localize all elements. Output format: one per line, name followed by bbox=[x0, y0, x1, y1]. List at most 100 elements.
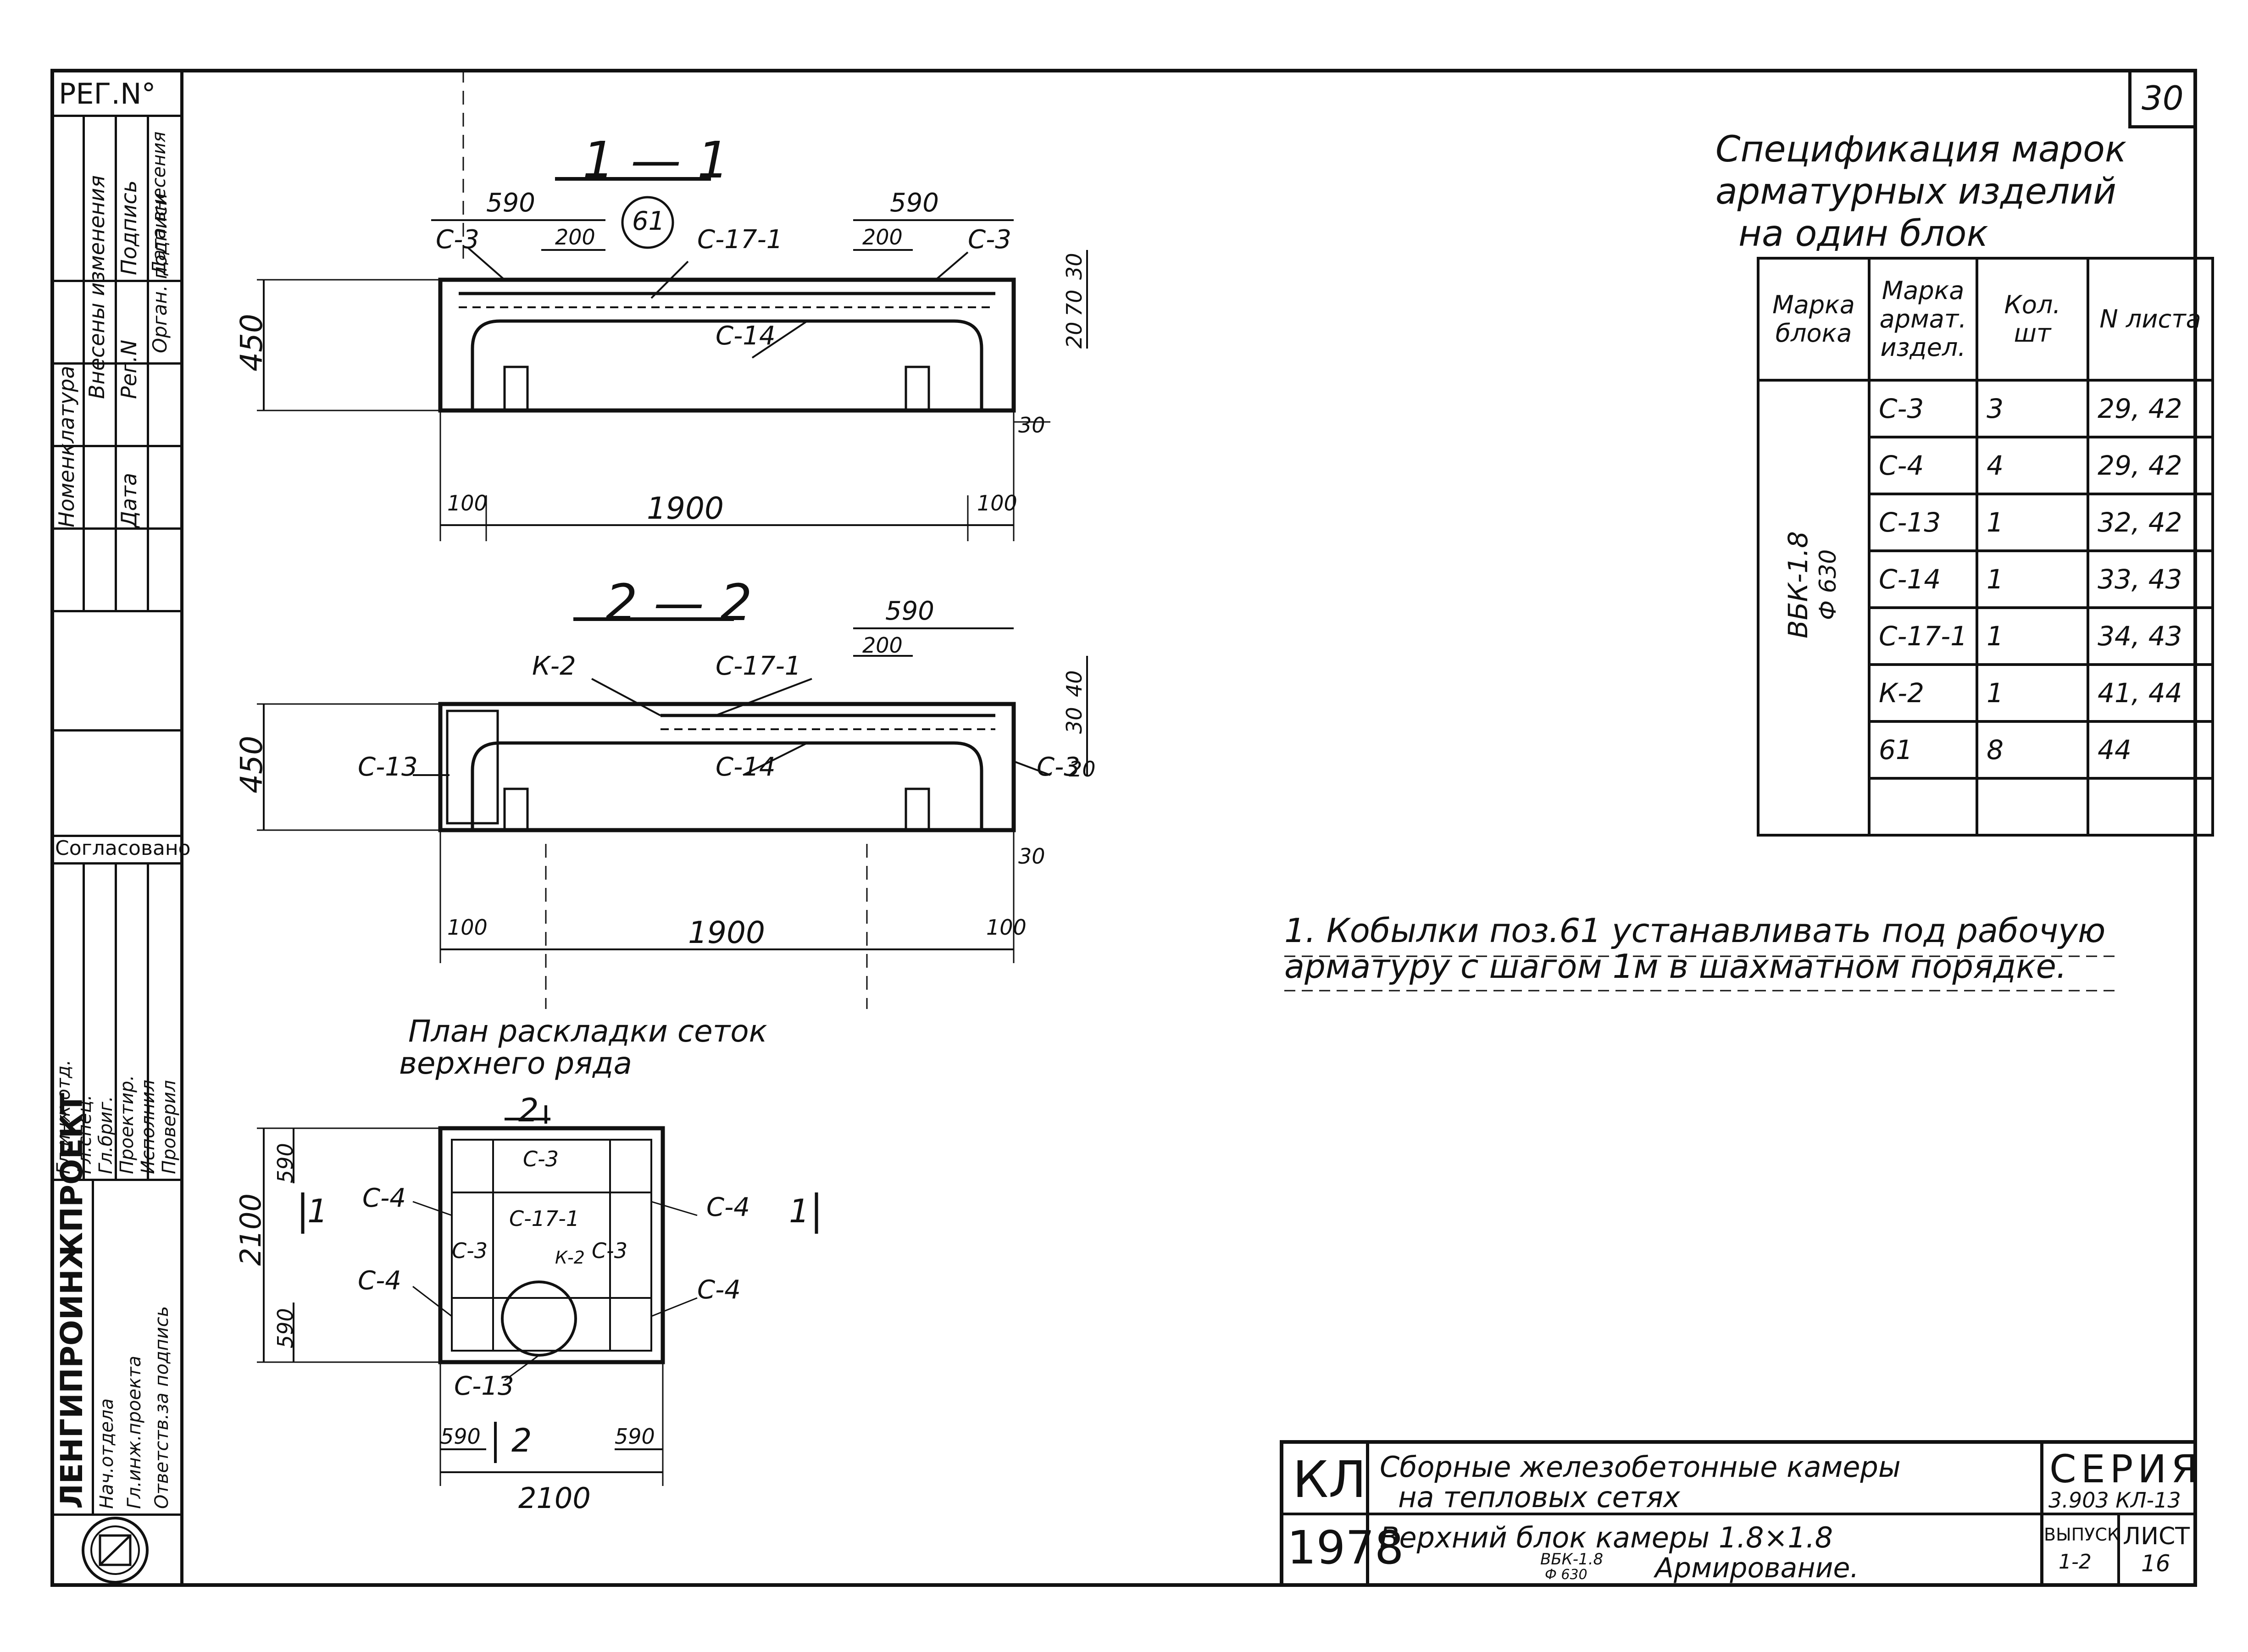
change-record-block: Номенклатура Внесены изменения Дата Рег.… bbox=[50, 115, 180, 612]
subtitle-line1: Верхний блок камеры 1.8×1.8 bbox=[1380, 1521, 1833, 1554]
spec-block-mark: ВБК-1.8 bbox=[1782, 531, 1814, 638]
plan-mark-c3-top: С-3 bbox=[523, 1147, 559, 1171]
title-year: 1978 bbox=[1287, 1521, 1404, 1574]
plan-mark-c3-right: С-3 bbox=[592, 1238, 627, 1263]
s1-dim-200-left: 200 bbox=[555, 225, 595, 249]
spec-cell-qty: 3 bbox=[1976, 379, 2090, 438]
series-label: СЕРИЯ bbox=[2049, 1447, 2203, 1491]
table-row: С-4 4 29, 42 bbox=[1758, 436, 2215, 495]
spec-cell-qty: 4 bbox=[1976, 436, 2090, 495]
s2-dim-40: 40 bbox=[1062, 670, 1087, 697]
s1-mark-61: 61 bbox=[632, 206, 665, 236]
s1-mark-c3-left: С-3 bbox=[436, 225, 479, 255]
roles-block: Гл.инж.отд. Гл.спец. Гл.бриг. Проектир. … bbox=[50, 862, 180, 1181]
s2-dim-20: 20 bbox=[1069, 757, 1096, 782]
blank-row-1 bbox=[50, 610, 180, 732]
spec-title-line1: Спецификация марок bbox=[1715, 129, 2127, 170]
s1-dim-30-top: 30 bbox=[1062, 253, 1087, 280]
spec-cell-sheet bbox=[2087, 777, 2215, 837]
spec-table: Марка блока Марка армат. издел. Кол. шт … bbox=[1757, 257, 2215, 837]
issue-value: 1-2 bbox=[2059, 1550, 2092, 1574]
plan-title-line2: верхнего ряда bbox=[399, 1046, 632, 1081]
sheet-value: 16 bbox=[2141, 1550, 2170, 1577]
s2-dim-100-right: 100 bbox=[986, 915, 1027, 940]
s2-dim-590: 590 bbox=[885, 596, 934, 626]
s2-dim-450: 450 bbox=[234, 736, 269, 793]
spec-cell-sheet: 41, 44 bbox=[2087, 663, 2215, 723]
table-row: С-13 1 32, 42 bbox=[1758, 493, 2215, 552]
section2-outline bbox=[438, 702, 1016, 832]
spec-cell-mark: С-14 bbox=[1867, 549, 1979, 609]
plan-mark-k2: К-2 bbox=[555, 1247, 585, 1268]
spec-cell-qty: 1 bbox=[1976, 493, 2090, 552]
sheet-label: ЛИСТ bbox=[2123, 1523, 2190, 1550]
table-row: С-17-1 1 34, 43 bbox=[1758, 606, 2215, 666]
spec-title-line3: на один блок bbox=[1738, 213, 1988, 255]
left-stamp-strip: РЕГ.N° Номенклатура Внесены изменения Да… bbox=[50, 69, 191, 1587]
series-value: 3.903 КЛ-13 bbox=[2048, 1488, 2181, 1513]
plan-cut-2-top: 2 bbox=[518, 1092, 539, 1129]
plan-mark-c3-left: С-3 bbox=[452, 1238, 488, 1263]
s1-mark-c3-right: С-3 bbox=[968, 225, 1011, 255]
spec-cell-qty: 1 bbox=[1976, 663, 2090, 723]
org-logo-icon bbox=[82, 1517, 149, 1584]
spec-cell-sheet: 32, 42 bbox=[2087, 493, 2215, 552]
s1-dim-70: 70 bbox=[1062, 289, 1087, 316]
title-line1: Сборные железобетонные камеры bbox=[1380, 1450, 1901, 1484]
title-line2: на тепловых сетях bbox=[1398, 1480, 1680, 1514]
note-block: 1. Кобылки поз.61 устанавливать под рабо… bbox=[1284, 913, 2105, 984]
org-logo bbox=[50, 1513, 180, 1587]
spec-cell-sheet: 33, 43 bbox=[2087, 549, 2215, 609]
s1-dim-100-right: 100 bbox=[977, 491, 1017, 516]
spec-cell-sheet: 34, 43 bbox=[2087, 606, 2215, 666]
section1-frame-c14 bbox=[471, 319, 983, 410]
title-code: КЛ bbox=[1293, 1450, 1366, 1509]
s1-dim-20: 20 bbox=[1062, 322, 1087, 349]
title-block: КЛ 1978 Сборные железобетонные камеры на… bbox=[1280, 1440, 2198, 1587]
table-row: ВБК-1.8 Ф 630 С-3 3 29, 42 bbox=[1757, 379, 2215, 837]
plan-mark-c4-b: С-4 bbox=[706, 1192, 750, 1222]
s2-mark-c14: С-14 bbox=[716, 752, 776, 782]
spec-cell-sheet: 29, 42 bbox=[2087, 379, 2215, 438]
spec-cell-mark: С-13 bbox=[1867, 493, 1979, 552]
s1-dim-200-right: 200 bbox=[862, 225, 903, 249]
agreed-label: Согласовано bbox=[55, 837, 191, 860]
plan-cut-1-right: 1 bbox=[789, 1192, 810, 1230]
spec-cell-sheet: 44 bbox=[2087, 720, 2215, 780]
page-number: 30 bbox=[2142, 79, 2184, 117]
position-61-callout bbox=[621, 196, 674, 249]
plan-cut-2-bottom: 2 bbox=[511, 1422, 532, 1459]
spec-title-line2: арматурных изделий bbox=[1715, 171, 2116, 212]
subtitle-line2: Армирование. bbox=[1655, 1552, 1859, 1584]
plan-mark-c4-a: С-4 bbox=[362, 1183, 406, 1213]
spec-header-sheet: N листа bbox=[2087, 257, 2215, 382]
spec-block-mark-sub: Ф 630 bbox=[1815, 549, 1841, 620]
plan-title-line1: План раскладки сеток bbox=[408, 1014, 767, 1049]
note-line2: арматуру с шагом 1м в шахматном порядке. bbox=[1284, 947, 2067, 986]
subtitle-mark-sub: Ф 630 bbox=[1545, 1567, 1587, 1583]
plan-dim-590-top: 590 bbox=[273, 1143, 298, 1183]
spec-block-mark-cell: ВБК-1.8 Ф 630 bbox=[1757, 379, 1871, 837]
page-number-box: 30 bbox=[2128, 69, 2197, 128]
plan-opening bbox=[501, 1281, 577, 1357]
reg-label: РЕГ.N° bbox=[59, 77, 156, 111]
spec-cell-mark bbox=[1867, 777, 1979, 837]
s2-dim-1900: 1900 bbox=[688, 915, 765, 950]
plan-dim-590-bottom: 590 bbox=[273, 1308, 298, 1348]
s1-dim-590-right: 590 bbox=[890, 188, 939, 218]
plan-cut-1-left: 1 bbox=[307, 1192, 328, 1230]
spec-header-item: Марка армат. издел. bbox=[1867, 257, 1979, 382]
issue-label: ВЫПУСК bbox=[2044, 1524, 2120, 1545]
plan-mark-c13: С-13 bbox=[454, 1371, 514, 1401]
s1-dim-1900: 1900 bbox=[647, 491, 724, 526]
plan-mark-c4-d: С-4 bbox=[697, 1275, 741, 1305]
section1-outline bbox=[438, 277, 1016, 413]
plan-outline bbox=[438, 1126, 665, 1364]
plan-mark-c17-1: С-17-1 bbox=[509, 1206, 580, 1231]
spec-cell-sheet: 29, 42 bbox=[2087, 436, 2215, 495]
spec-header-block: Марка блока bbox=[1757, 257, 1871, 382]
s1-mark-c14: С-14 bbox=[716, 321, 776, 351]
spec-cell-qty: 1 bbox=[1976, 606, 2090, 666]
spec-cell-mark: С-4 bbox=[1867, 436, 1979, 495]
